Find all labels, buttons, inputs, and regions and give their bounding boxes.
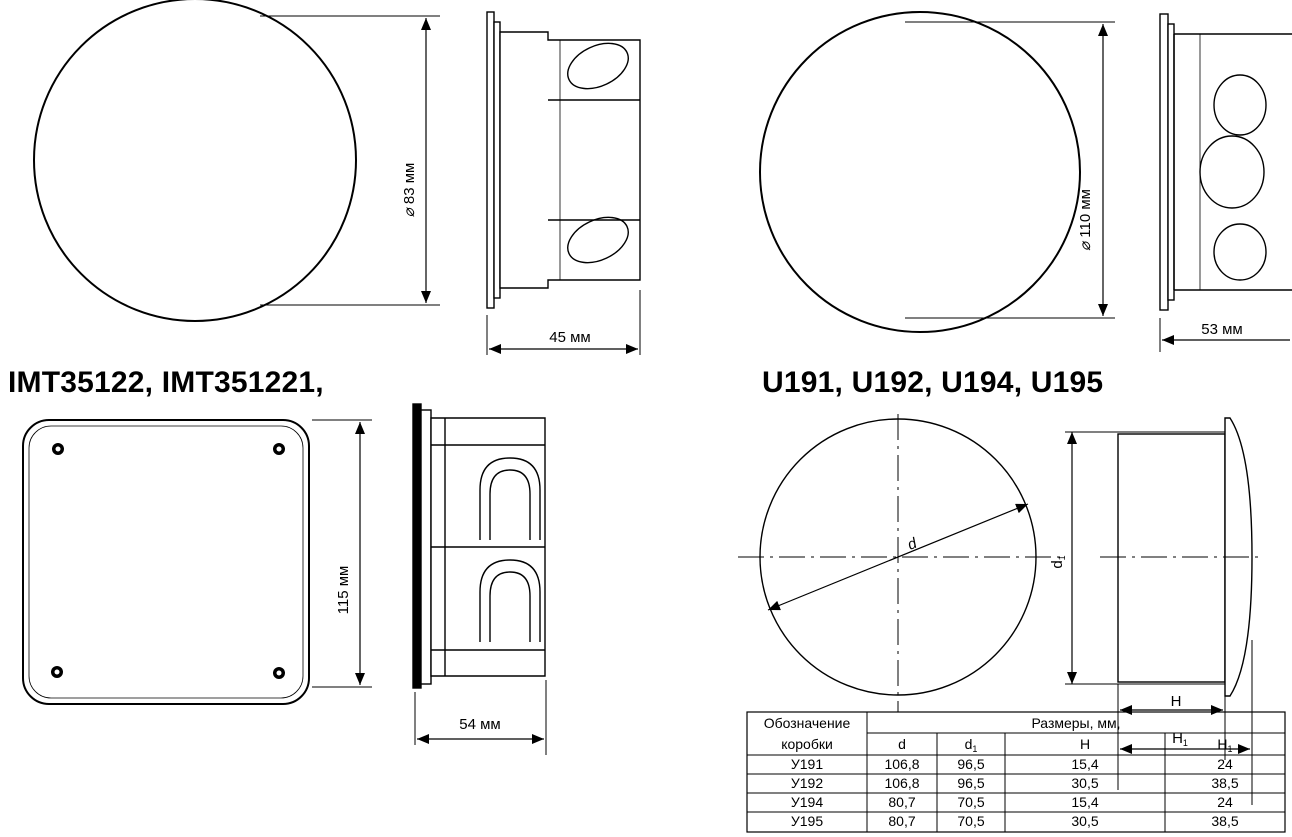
table-header-designation: Обозначение: [764, 715, 851, 731]
table-subheader: d: [898, 736, 906, 752]
table-cell: 96,5: [957, 756, 984, 772]
table-row-designation: У194: [791, 794, 823, 810]
square-box-side-view: [412, 403, 547, 755]
screw-icon: [51, 666, 63, 678]
table-cell: 15,4: [1071, 794, 1098, 810]
round-box-small-side-view: [486, 11, 641, 355]
round-box-large-front-view: ⌀ 110 мм: [759, 11, 1115, 333]
round-box-large-side-view: [1159, 13, 1292, 352]
table-cell: 70,5: [957, 794, 984, 810]
table-cell: 80,7: [888, 794, 915, 810]
screw-icon: [52, 443, 64, 455]
generic-box-side-view: [1065, 417, 1260, 805]
table-header-dimensions: Размеры, мм,: [1031, 715, 1120, 731]
table-cell: 38,5: [1211, 775, 1238, 791]
round-box-small-front-view: ⌀ 83 мм: [33, 0, 440, 322]
table-cell: 30,5: [1071, 813, 1098, 829]
dim-generic-d1: d1: [1049, 555, 1067, 568]
generic-box-front-view: d d1: [738, 414, 1077, 712]
table-cell: 70,5: [957, 813, 984, 829]
table-header-box: коробки: [781, 736, 833, 752]
dim-square-height: 115 мм: [335, 566, 352, 615]
table-row-designation: У191: [791, 756, 823, 772]
dim-round-small-diameter: ⌀ 83 мм: [401, 163, 418, 218]
table-cell: 106,8: [884, 756, 919, 772]
table-subheader: H: [1080, 736, 1090, 752]
table-subheader: H1: [1217, 736, 1232, 754]
dim-round-small-depth: 45 мм: [549, 329, 590, 346]
table-cell: 30,5: [1071, 775, 1098, 791]
dim-generic-H: H: [1171, 693, 1182, 710]
table-row-designation: У192: [791, 775, 823, 791]
screw-icon: [273, 667, 285, 679]
table-cell: 24: [1217, 794, 1233, 810]
table-cell: 106,8: [884, 775, 919, 791]
table-cell: 24: [1217, 756, 1233, 772]
table-subheader: d1: [965, 736, 978, 754]
heading-right: U191, U192, U194, U195: [762, 366, 1104, 399]
table-cell: 96,5: [957, 775, 984, 791]
square-box-front-view: 115 мм: [22, 419, 372, 705]
screw-icon: [273, 443, 285, 455]
table-cell: 15,4: [1071, 756, 1098, 772]
heading-left: IMT35122, IMT351221,: [8, 366, 324, 399]
dim-round-large-depth: 53 мм: [1201, 321, 1242, 338]
dim-round-large-diameter: ⌀ 110 мм: [1077, 189, 1094, 251]
table-cell: 38,5: [1211, 813, 1238, 829]
dim-generic-H1: H1: [1172, 730, 1188, 748]
dim-square-depth: 54 мм: [459, 716, 500, 733]
table-cell: 80,7: [888, 813, 915, 829]
table-row-designation: У195: [791, 813, 823, 829]
